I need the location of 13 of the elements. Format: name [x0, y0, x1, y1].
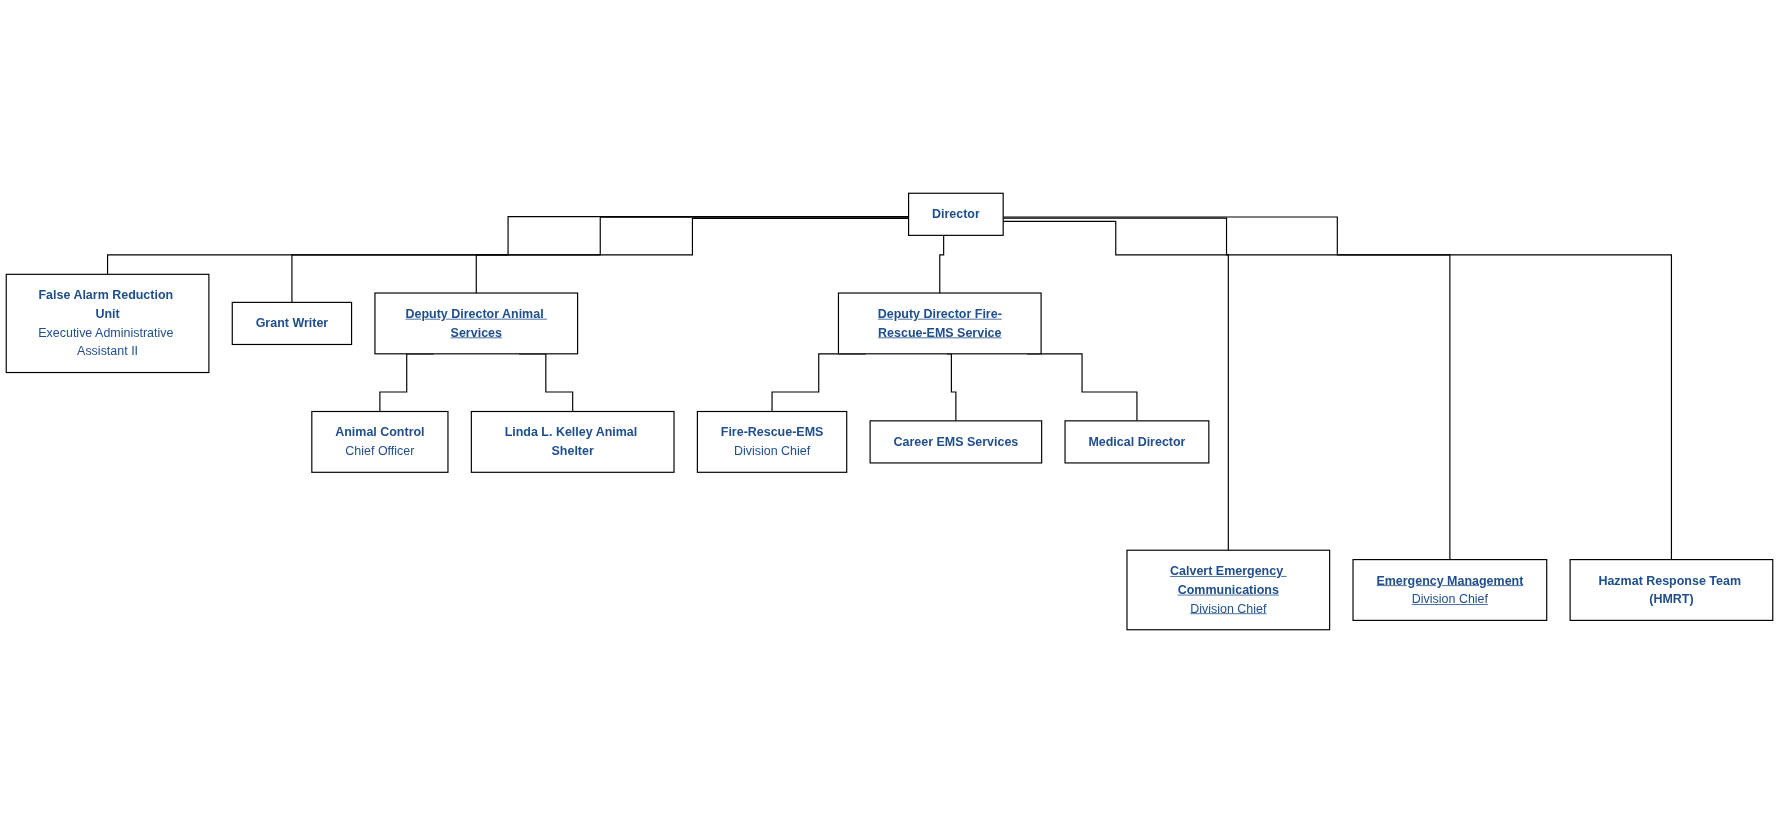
node-box: Emergency Management Division Chief: [1352, 559, 1548, 621]
node-box: Grant Writer: [231, 301, 353, 346]
node-box: Medical Director: [1064, 420, 1210, 464]
node-box: Deputy Director Fire-Rescue-EMS Service: [837, 292, 1042, 355]
node-box: Fire-Rescue-EMS Division Chief: [696, 410, 848, 473]
node-box: Linda L. Kelley Animal Shelter: [470, 410, 675, 473]
node-box: Deputy Director Animal Services: [374, 292, 579, 355]
node-box: Animal Control Chief Officer: [311, 410, 449, 473]
node-box: Career EMS Services: [869, 420, 1043, 464]
node-box: Hazmat Response Team (HMRT): [1569, 559, 1774, 621]
node-box: Director: [908, 192, 1004, 236]
node-box: False Alarm Reduction Unit Executive Administrative Assistant II: [5, 273, 210, 374]
node-box: Calvert Emergency Communications Division Chief: [1126, 549, 1331, 631]
